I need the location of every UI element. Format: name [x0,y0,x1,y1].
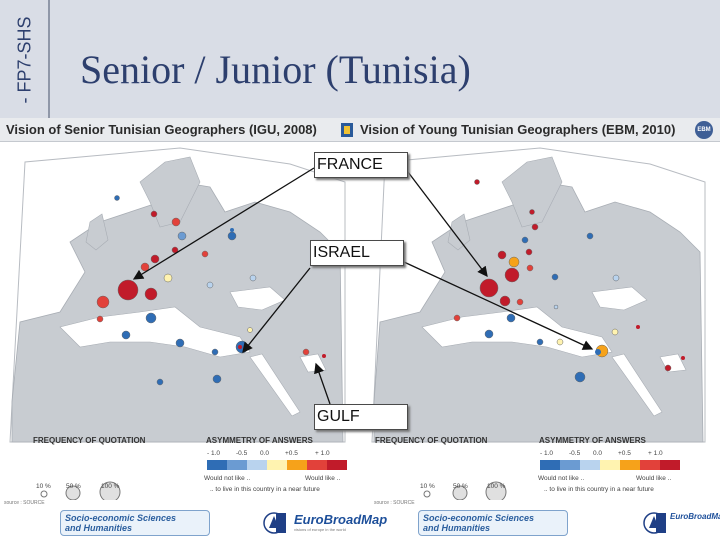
left-map-black-sea [229,286,286,311]
side-tab: - FP7-SHS [0,0,50,118]
scale-swatch [267,460,287,470]
left-legend-graphics [40,481,121,500]
ssh-logo-left: Socio-economic Sciences and Humanities [60,510,210,536]
right-asymmetry-title: ASYMMETRY OF ANSWERS [539,436,646,445]
scale-swatch [307,460,327,470]
slide-title: Senior / Junior (Tunisia) [80,47,471,92]
arrow-israel-right [403,261,594,350]
scale-swatch [640,460,660,470]
arrow-israel-left [242,267,311,354]
callout-france: FRANCE [314,152,408,178]
left-would-not-like: Would not like .. [204,475,251,482]
scale-swatch [620,460,640,470]
scale-swatch [247,460,267,470]
ebm-round-logo: EBM [695,121,713,139]
scale-swatch [327,460,347,470]
left-map [9,147,346,443]
scale-swatch [660,460,680,470]
right-freq-label-10: 10 % [420,483,435,490]
right-map-scandinavia [501,156,563,228]
left-freq-label-10: 10 % [36,483,51,490]
right-map-red-sea [611,353,663,417]
left-future: .. to live in this country in a near fut… [210,486,320,493]
ssh-line1-left: Socio-economic Sciences [65,513,177,523]
map-title-strip: Vision of Senior Tunisian Geographers (I… [0,118,720,142]
ebm-name-left: EuroBroadMap [294,512,388,527]
right-would-like: Would like .. [636,475,672,482]
left-freq-label-100: 100 % [101,483,120,490]
right-freq-label-100: 100 % [487,483,506,490]
scale-swatch [580,460,600,470]
ebm-logo-right: EuroBroadMap [670,512,720,536]
right-tick-1: -0.5 [569,450,581,457]
scale-swatch [600,460,620,470]
left-map-red-sea [249,353,301,417]
right-map-mediterranean [421,306,613,358]
ssh-logo-right: Socio-economic Sciences and Humanities [418,510,568,536]
left-tick-3: +0.5 [285,450,298,457]
left-source-label: source : SOURCE [4,500,45,506]
arrow-gulf-left [314,362,331,405]
ssh-line2-right: and Humanities [423,523,491,533]
arrow-france-left [132,167,315,280]
callout-israel: ISRAEL [310,240,404,266]
slide-header [0,0,720,118]
right-legend-graphics [423,481,507,500]
left-asymmetry-title: ASYMMETRY OF ANSWERS [206,436,313,445]
scale-swatch [287,460,307,470]
right-map-bubbles [453,179,685,383]
scale-swatch [560,460,580,470]
left-map-scandinavia [139,156,201,228]
ebm-name-right: EuroBroadMap [670,512,720,521]
left-map-title: Vision of Senior Tunisian Geographers (I… [6,122,317,137]
right-tick-2: 0.0 [593,450,603,457]
ssh-line2-left: and Humanities [65,523,133,533]
flag-icon-right [656,513,666,533]
left-frequency-title: FREQUENCY OF QUOTATION [33,436,146,445]
right-would-not-like: Would not like .. [538,475,585,482]
ssh-line1-right: Socio-economic Sciences [423,513,535,523]
ebm-mini-icon [341,123,353,137]
left-freq-label-50: 50 % [66,483,81,490]
right-tick-4: + 1.0 [648,450,663,457]
callout-gulf: GULF [314,404,408,430]
ebm-logo-left: EuroBroadMap visions of europe in the wo… [294,512,387,536]
left-tick-4: + 1.0 [315,450,330,457]
right-tick-3: +0.5 [618,450,631,457]
right-future: .. to live in this country in a near fut… [544,486,654,493]
left-tick-2: 0.0 [260,450,270,457]
right-source-label: source : SOURCE [374,500,415,506]
right-map [371,147,706,443]
right-asymmetry-scale [540,460,680,470]
scale-swatch [227,460,247,470]
scale-swatch [540,460,560,470]
left-tick-1: -0.5 [236,450,248,457]
right-map-black-sea [591,286,648,311]
right-frequency-title: FREQUENCY OF QUOTATION [375,436,488,445]
left-would-like: Would like .. [305,475,341,482]
right-map-title: Vision of Young Tunisian Geographers (EB… [360,122,676,137]
scale-swatch [207,460,227,470]
ebm-sub-left: visions of europe in the world [294,527,346,532]
maps-area [9,147,706,500]
right-tick-0: - 1.0 [540,450,554,457]
flag-icon-left [276,513,286,533]
left-tick-0: - 1.0 [207,450,221,457]
side-tab-label: - FP7-SHS [14,16,35,104]
left-map-uk [85,213,109,251]
right-freq-label-50: 50 % [453,483,468,490]
left-asymmetry-scale [207,460,347,470]
left-map-bubbles [96,195,326,386]
arrow-france-right [407,171,488,278]
